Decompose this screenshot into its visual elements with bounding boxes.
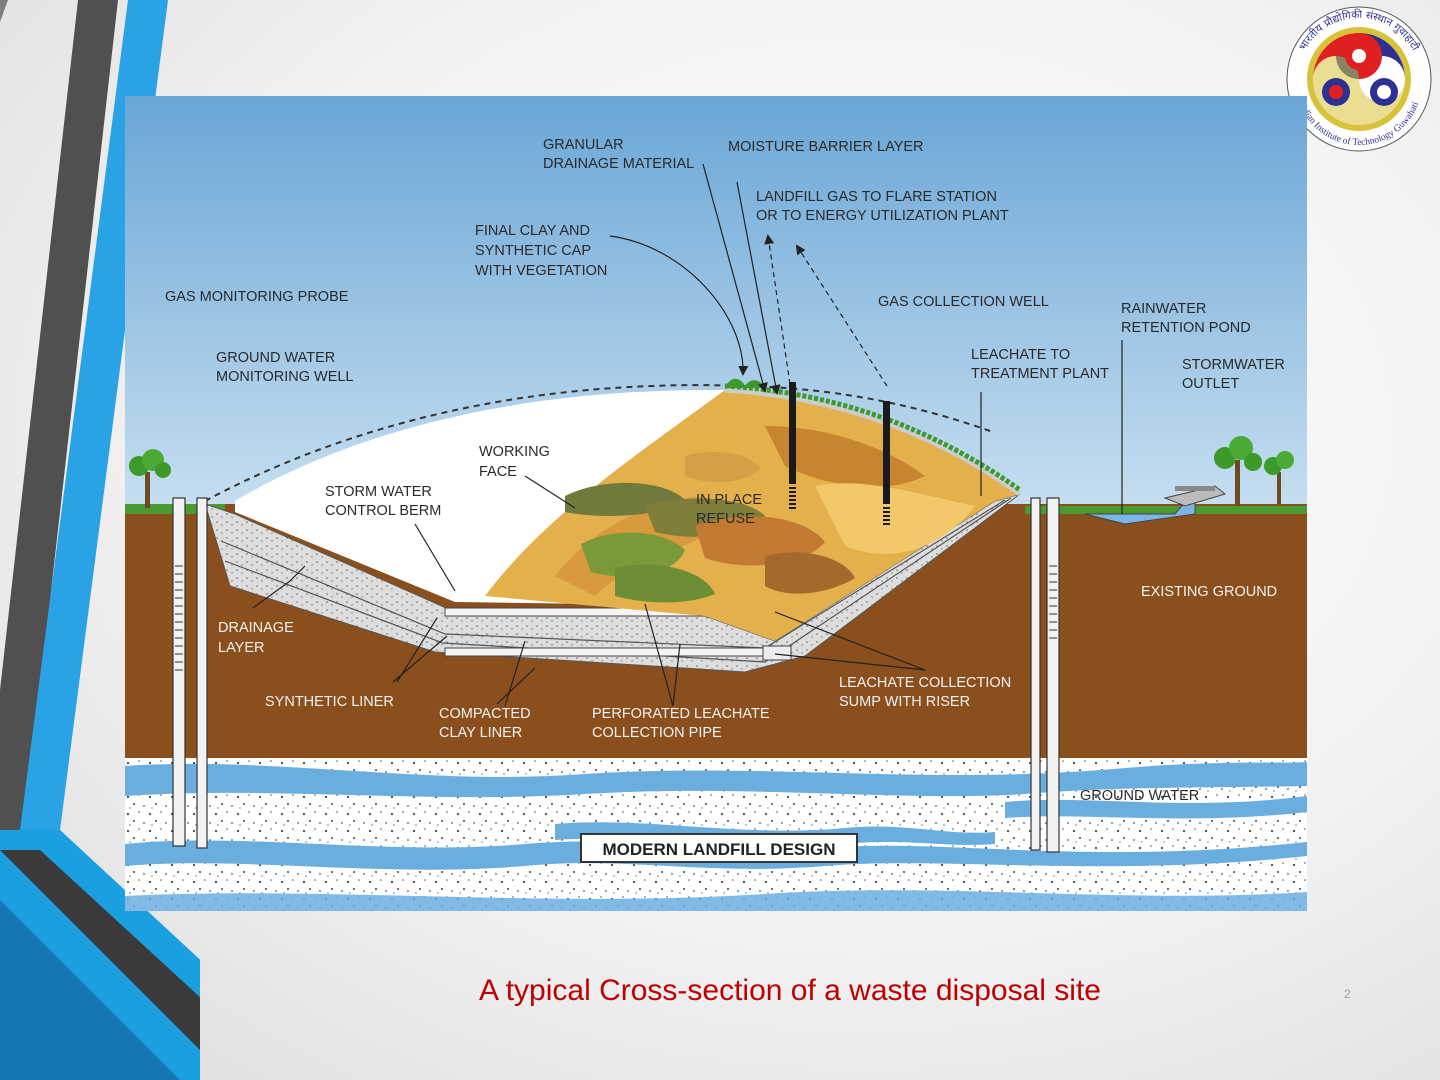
svg-text:REFUSE: REFUSE <box>696 511 755 527</box>
svg-text:MONITORING WELL: MONITORING WELL <box>216 369 354 385</box>
page-number: 2 <box>1344 987 1351 1001</box>
final-clay-cap <box>724 387 1022 497</box>
landfill-diagram: GRANULAR DRAINAGE MATERIAL MOISTURE BARR… <box>125 96 1307 911</box>
label-synthetic-liner: SYNTHETIC LINER <box>265 694 394 710</box>
label-groundwater-well: GROUND WATER <box>216 350 335 366</box>
label-gas-collection-well: GAS COLLECTION WELL <box>878 294 1049 310</box>
label-granular-drainage: GRANULAR <box>543 137 624 153</box>
label-storm-water-berm: STORM WATER <box>325 484 432 500</box>
institute-logo: भारतीय प्रौद्योगिकी संस्थान गुवाहाटी Ind… <box>1286 6 1432 152</box>
label-ground-water: GROUND WATER <box>1080 788 1199 804</box>
label-landfill-gas: LANDFILL GAS TO FLARE STATION <box>756 189 997 205</box>
svg-text:CLAY LINER: CLAY LINER <box>439 725 522 741</box>
label-final-clay-cap: FINAL CLAY AND <box>475 223 590 239</box>
svg-text:SYNTHETIC CAP: SYNTHETIC CAP <box>475 243 591 259</box>
svg-text:WITH VEGETATION: WITH VEGETATION <box>475 263 607 279</box>
label-perforated-pipe: PERFORATED LEACHATE <box>592 706 770 722</box>
svg-text:LAYER: LAYER <box>218 640 264 656</box>
svg-text:SUMP WITH RISER: SUMP WITH RISER <box>839 694 970 710</box>
label-compacted-clay-liner: COMPACTED <box>439 706 531 722</box>
label-leachate-sump: LEACHATE COLLECTION <box>839 675 1011 691</box>
label-drainage-layer: DRAINAGE <box>218 620 294 636</box>
label-rainwater-pond: RAINWATER <box>1121 301 1206 317</box>
svg-text:DRAINAGE MATERIAL: DRAINAGE MATERIAL <box>543 156 694 172</box>
label-existing-ground: EXISTING GROUND <box>1141 584 1277 600</box>
tree-right <box>1214 436 1294 506</box>
svg-text:TREATMENT PLANT: TREATMENT PLANT <box>971 366 1109 382</box>
label-working-face: WORKING <box>479 444 550 460</box>
leachate-pipe-lower <box>444 647 776 657</box>
label-stormwater-outlet: STORMWATER <box>1182 357 1285 373</box>
diagram-title: MODERN LANDFILL DESIGN <box>603 840 836 859</box>
label-moisture-barrier: MOISTURE BARRIER LAYER <box>728 139 924 155</box>
label-leachate-plant: LEACHATE TO <box>971 347 1070 363</box>
slide-caption: A typical Cross-section of a waste dispo… <box>479 974 1101 1007</box>
tree-left <box>129 449 171 508</box>
svg-text:CONTROL BERM: CONTROL BERM <box>325 503 441 519</box>
slide-decoration <box>0 0 200 1080</box>
groundwater-monitoring-well <box>172 497 186 847</box>
gas-collection-well-1 <box>789 382 796 484</box>
svg-text:COLLECTION PIPE: COLLECTION PIPE <box>592 725 722 741</box>
groundwater-monitoring-well-right <box>1046 497 1060 853</box>
svg-text:FACE: FACE <box>479 464 517 480</box>
label-gas-monitoring-probe: GAS MONITORING PROBE <box>165 289 349 305</box>
leachate-sump-lower <box>762 645 792 661</box>
gas-monitoring-probe <box>196 497 208 849</box>
svg-text:OR TO ENERGY UTILIZATION PLANT: OR TO ENERGY UTILIZATION PLANT <box>756 208 1009 224</box>
label-in-place-refuse: IN PLACE <box>696 492 762 508</box>
groundwater-stream <box>125 762 1307 798</box>
gas-collection-well-2 <box>883 401 890 504</box>
svg-text:RETENTION POND: RETENTION POND <box>1121 320 1251 336</box>
final-grade-dashed <box>204 384 991 502</box>
gas-monitoring-probe-right <box>1030 497 1041 851</box>
svg-text:OUTLET: OUTLET <box>1182 376 1239 392</box>
diagram-title-box <box>580 833 858 863</box>
